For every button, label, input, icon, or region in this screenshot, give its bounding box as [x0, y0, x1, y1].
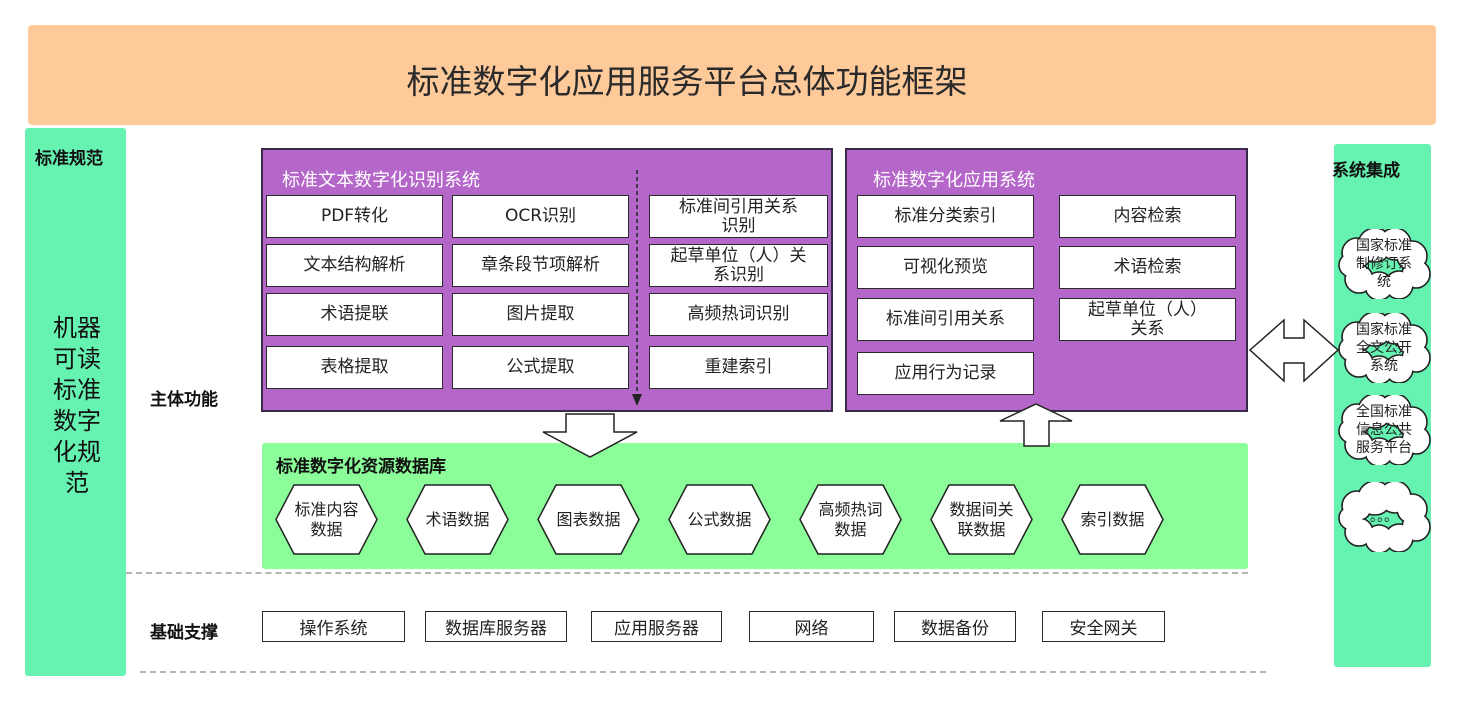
integration-cloud-label: 全国标准 信息公共 服务平台	[1356, 404, 1412, 456]
recognition-item: 起草单位（人）关 系识别	[649, 244, 828, 287]
recognition-system-title: 标准文本数字化识别系统	[282, 170, 480, 191]
application-item: 起草单位（人） 关系	[1059, 298, 1236, 341]
up-block-arrow	[999, 403, 1073, 447]
resource-db-title: 标准数字化资源数据库	[276, 457, 446, 477]
hexagon-shape	[930, 484, 1033, 555]
application-item: 可视化预览	[857, 246, 1034, 289]
row-label-main: 主体功能	[150, 390, 218, 410]
cloud-shape	[1338, 313, 1431, 383]
base-support-item: 安全网关	[1042, 611, 1165, 642]
db-node: 公式数据	[668, 484, 771, 555]
cloud-shape	[1338, 482, 1431, 552]
standards-column: 标准规范 机器 可读 标准 数字 化规 范	[25, 128, 126, 676]
recognition-item: 标准间引用关系 识别	[649, 195, 828, 238]
integration-cloud: 国家标准 全文公开 系统	[1337, 313, 1431, 383]
recognition-item: 章条段节项解析	[452, 244, 629, 287]
standards-heading: 标准规范	[35, 149, 103, 169]
recognition-item: 术语提联	[266, 293, 443, 336]
db-node-label: 标准内容 数据	[294, 499, 359, 539]
integration-cloud-label: 国家标准 全文公开 系统	[1356, 322, 1412, 374]
cloud-shape	[1338, 395, 1431, 465]
recognition-item: 表格提取	[266, 346, 443, 389]
db-node: 标准内容 数据	[275, 484, 378, 555]
integration-cloud-label: 。。。	[1370, 509, 1398, 525]
db-node: 术语数据	[406, 484, 509, 555]
integration-cloud-label: 国家标准 制修订系 统	[1356, 238, 1412, 290]
application-system-title: 标准数字化应用系统	[873, 170, 1035, 191]
db-node: 数据间关 联数据	[930, 484, 1033, 555]
application-item: 标准分类索引	[857, 195, 1034, 238]
cloud-shape	[1338, 229, 1431, 299]
recognition-item: 图片提取	[452, 293, 629, 336]
application-item: 内容检索	[1059, 195, 1236, 238]
row-label-base: 基础支撑	[150, 623, 218, 643]
db-node-label: 公式数据	[687, 509, 752, 529]
hexagon-shape	[1061, 484, 1164, 555]
hexagon-shape	[799, 484, 902, 555]
recognition-item: 文本结构解析	[266, 244, 443, 287]
application-item: 术语检索	[1059, 246, 1236, 289]
hexagon-shape	[406, 484, 509, 555]
application-item: 标准间引用关系	[857, 298, 1034, 341]
db-node: 索引数据	[1061, 484, 1164, 555]
title-bar: 标准数字化应用服务平台总体功能框架	[28, 25, 1436, 125]
integration-cloud: 国家标准 制修订系 统	[1337, 229, 1431, 299]
recognition-item: 重建索引	[649, 346, 828, 389]
recognition-item: 高频热词识别	[649, 293, 828, 336]
bidirectional-block-arrow	[1248, 318, 1340, 383]
standards-body: 机器 可读 标准 数字 化规 范	[53, 314, 101, 497]
db-node-label: 数据间关 联数据	[949, 499, 1014, 539]
recognition-item: PDF转化	[266, 195, 443, 238]
integration-cloud: 全国标准 信息公共 服务平台	[1337, 395, 1431, 465]
db-node-label: 术语数据	[425, 509, 490, 529]
down-block-arrow	[542, 413, 638, 458]
db-node: 高频热词 数据	[799, 484, 902, 555]
page-title: 标准数字化应用服务平台总体功能框架	[406, 62, 968, 101]
integration-heading: 系统集成	[1332, 161, 1400, 181]
separator-line	[126, 572, 1248, 574]
db-node: 图表数据	[537, 484, 640, 555]
recognition-item: 公式提取	[452, 346, 629, 389]
dashed-flow-arrowhead	[632, 394, 642, 406]
application-item: 应用行为记录	[857, 352, 1034, 395]
base-support-item: 数据库服务器	[425, 611, 567, 642]
hexagon-shape	[275, 484, 378, 555]
base-support-item: 网络	[749, 611, 874, 642]
hexagon-shape	[668, 484, 771, 555]
db-node-label: 高频热词 数据	[818, 499, 883, 539]
recognition-item: OCR识别	[452, 195, 629, 238]
separator-line	[140, 671, 1266, 673]
base-support-item: 数据备份	[894, 611, 1016, 642]
base-support-item: 操作系统	[262, 611, 405, 642]
hexagon-shape	[537, 484, 640, 555]
db-node-label: 图表数据	[556, 509, 621, 529]
db-node-label: 索引数据	[1080, 509, 1145, 529]
integration-cloud: 。。。	[1337, 482, 1431, 552]
base-support-item: 应用服务器	[591, 611, 722, 642]
